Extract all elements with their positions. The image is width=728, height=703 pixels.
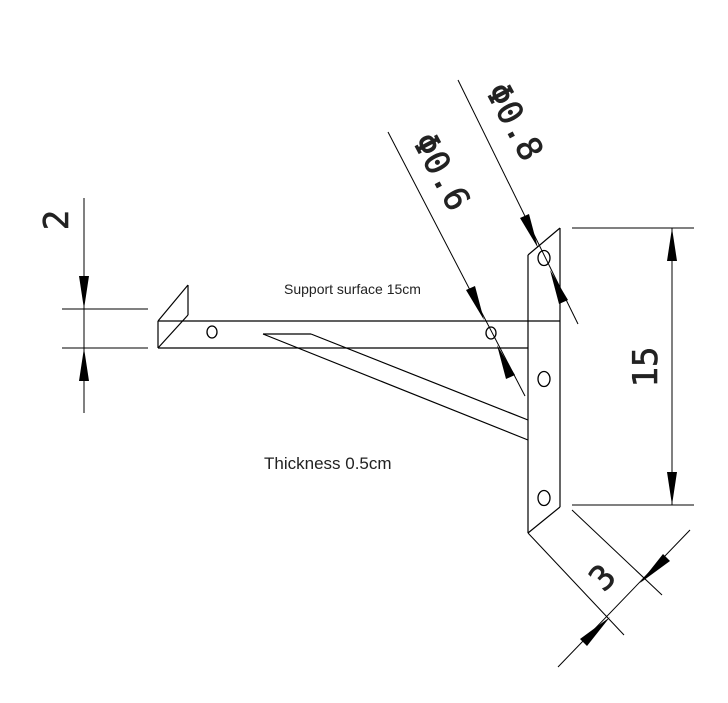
hole-plate-middle [537, 370, 551, 388]
dimension-vertical: 15 [572, 227, 694, 506]
thickness-note: Thickness 0.5cm [264, 454, 392, 473]
dimension-vertical-label: 15 [626, 347, 666, 388]
hole-plate-bottom [537, 489, 551, 507]
support-surface-note: Support surface 15cm [284, 281, 421, 297]
dimension-height: 2 [37, 198, 148, 413]
dimension-width: 3 [527, 509, 691, 668]
dimension-hole-large-label: Φ0.8 [477, 76, 551, 167]
dimension-hole-small-label: Φ0.6 [404, 126, 478, 217]
hole-arm-end [206, 325, 218, 339]
dimension-width-label: 3 [581, 557, 624, 600]
dimension-height-label: 2 [37, 210, 77, 230]
dimension-hole-small: Φ0.6 [387, 126, 526, 397]
dimension-hole-large: Φ0.8 [457, 76, 579, 325]
bracket-outline [157, 227, 561, 534]
